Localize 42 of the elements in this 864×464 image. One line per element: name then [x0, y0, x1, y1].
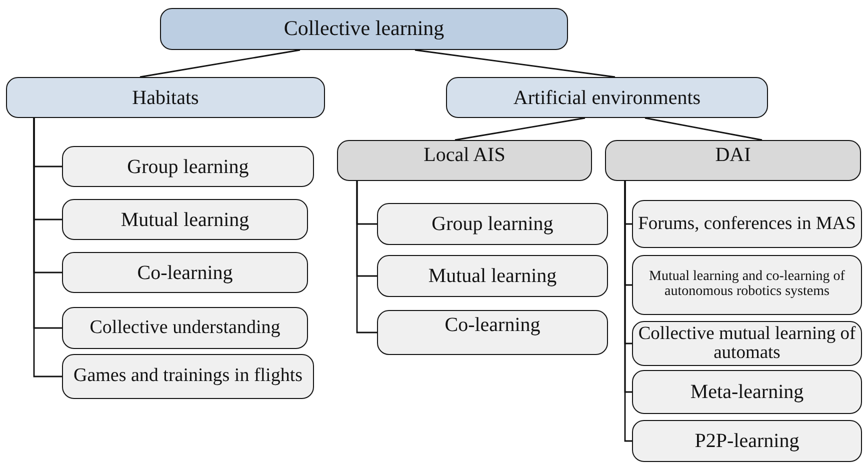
rounded-box [62, 354, 314, 399]
box-label: Forums, conferences in MAS [638, 214, 856, 234]
box-label: DAI [715, 144, 751, 166]
rounded-box [62, 252, 308, 293]
rounded-box [632, 200, 862, 248]
rounded-box [62, 307, 308, 349]
rounded-box [446, 77, 768, 118]
box-label: Games and trainings in flights [73, 367, 303, 386]
box-label: Mutual learning [120, 208, 250, 230]
connector-line [454, 117, 586, 141]
rounded-box [632, 370, 862, 414]
rounded-box [377, 203, 608, 245]
connector-line [624, 181, 632, 442]
connector-line [33, 118, 62, 378]
box-label: Mutual learning [428, 265, 557, 287]
rounded-box [632, 420, 862, 462]
rounded-box [632, 255, 862, 315]
connector-line [140, 49, 300, 78]
connector-line [414, 49, 616, 78]
rounded-box [605, 140, 861, 181]
box-label: Group learning [127, 156, 249, 178]
box-label: Local AIS [424, 144, 506, 166]
connector-line [356, 181, 377, 334]
box-label: Collective understanding [90, 318, 280, 338]
box-label: Co-learning [444, 314, 540, 336]
rounded-box [62, 199, 308, 240]
rounded-box [6, 77, 325, 118]
box-label: Mutual learning and co-learning of autonomous robotics systems [648, 270, 846, 300]
rounded-box [160, 8, 568, 50]
box-label: Co-learning [137, 262, 233, 284]
box-label: P2P-learning [694, 430, 800, 452]
box-label: Meta-learning [690, 381, 804, 403]
box-label: Habitats [132, 86, 199, 108]
rounded-box [62, 146, 314, 187]
connector-line [644, 117, 762, 141]
box-label: Collective learning [284, 17, 444, 41]
rounded-box [337, 140, 592, 181]
rounded-box [377, 310, 608, 355]
box-label: Group learning [432, 213, 554, 235]
box-label: Artificial environments [513, 86, 701, 108]
rounded-box [377, 255, 608, 297]
box-label: Collective mutual learning of automats [637, 325, 857, 362]
